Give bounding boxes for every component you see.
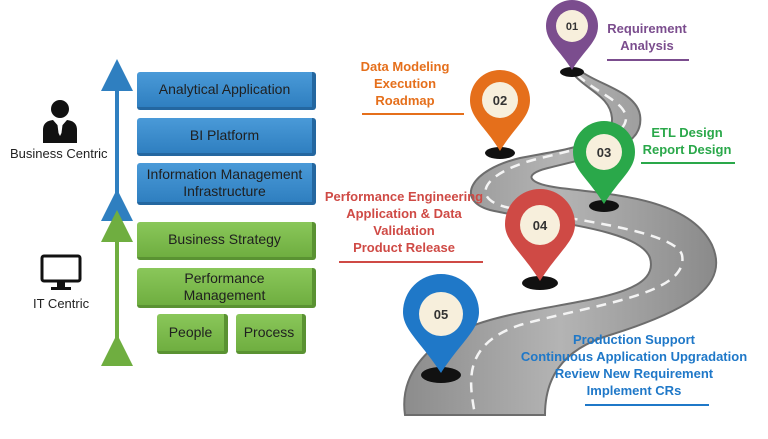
business-centric-label: Business Centric xyxy=(10,146,108,161)
analytical-application-box: Analytical Application xyxy=(137,72,316,110)
step-01-text: Requirement Analysis xyxy=(607,21,687,53)
performance-management-box: Performance Management xyxy=(137,268,316,308)
business-person-icon xyxy=(43,100,77,143)
pin-01: 01 xyxy=(546,0,598,77)
pin-04: 04 xyxy=(505,189,575,290)
step-05-text: Production Support Continuous Applicatio… xyxy=(520,332,748,398)
it-centric-label: IT Centric xyxy=(33,296,90,311)
pin-05: 05 xyxy=(403,274,479,383)
pin-02-number: 02 xyxy=(493,93,507,108)
step-03-underline xyxy=(641,162,735,164)
pin-03: 03 xyxy=(573,121,635,212)
pin-02: 02 xyxy=(470,70,530,159)
step-04-text: Performance Engineering Application & Da… xyxy=(324,189,484,255)
information-management-box: Information Management Infrastructure xyxy=(137,163,316,205)
bi-platform-box: BI Platform xyxy=(137,118,316,156)
step-05-underline xyxy=(585,404,709,406)
people-box: People xyxy=(157,314,228,354)
process-box: Process xyxy=(236,314,306,354)
pin-05-number: 05 xyxy=(434,307,448,322)
step-02-text: Data Modeling Execution Roadmap xyxy=(360,59,450,108)
step-02-underline xyxy=(362,113,464,115)
pin-01-number: 01 xyxy=(566,21,578,33)
pin-04-number: 04 xyxy=(533,218,548,233)
step-04-underline xyxy=(339,261,483,263)
step-03-text: ETL Design Report Design xyxy=(642,125,732,157)
pin-03-number: 03 xyxy=(597,145,611,160)
monitor-icon xyxy=(40,254,82,290)
step-01-underline xyxy=(607,59,689,61)
business-strategy-box: Business Strategy xyxy=(137,222,316,260)
